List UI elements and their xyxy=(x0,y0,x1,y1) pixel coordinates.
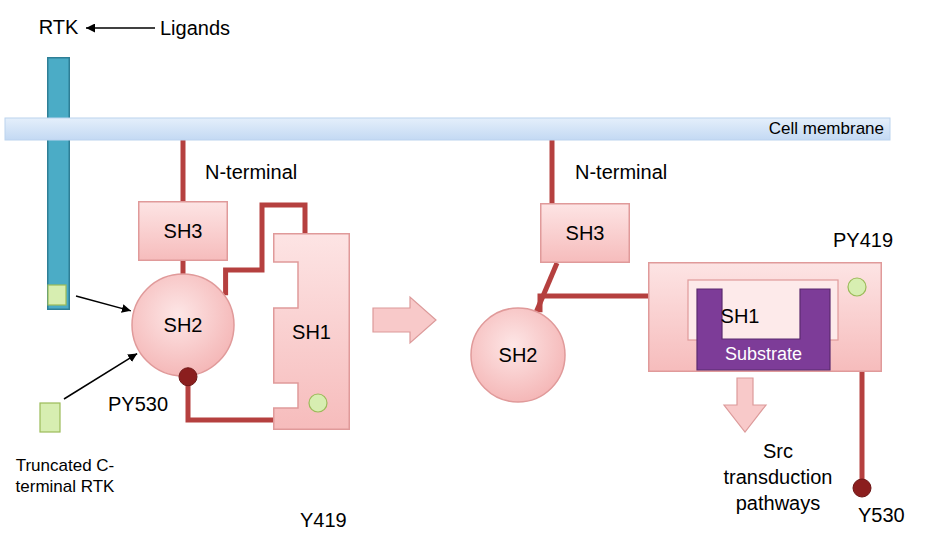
terminus-label: N-terminal xyxy=(205,160,297,184)
sh2-domain-text: SH2 xyxy=(499,343,538,367)
text-holder: Substrate xyxy=(697,339,830,370)
sh2-domain: SH2 xyxy=(131,273,235,377)
phosphotyrosine-dot xyxy=(179,368,197,386)
residue-label: PY530 xyxy=(108,392,168,416)
ligand-arrow xyxy=(86,27,155,29)
sh3-domain: SH3 xyxy=(540,203,630,263)
membrane-band-shape xyxy=(5,118,890,140)
label-holder: Y419 xyxy=(300,508,347,532)
domain-linker xyxy=(550,140,555,203)
pathway-label: Src transduction pathways xyxy=(713,438,843,516)
residue-label: PY419 xyxy=(833,228,893,252)
label-holder: Src transduction pathways xyxy=(713,438,843,516)
residue-label: Y530 xyxy=(858,503,905,527)
activation-arrow xyxy=(64,354,137,399)
sh2-domain: SH2 xyxy=(470,307,566,403)
membrane-band: Cell membrane xyxy=(5,118,890,140)
truncated-rtk-text: Truncated C-terminal RTK xyxy=(10,455,120,498)
substrate: Substrate xyxy=(697,289,830,370)
text-holder: Truncated C-terminal RTK xyxy=(10,455,120,498)
label-holder: Ligands xyxy=(160,16,230,40)
receptor-bar: RTK xyxy=(47,57,70,310)
sh1-kinase-domain-text: SH1 xyxy=(710,304,770,328)
receptor-tail xyxy=(48,285,66,305)
text-holder: Cell membrane xyxy=(769,118,884,140)
sh1-kinase-domain: SH1 xyxy=(273,233,350,430)
text-holder: SH2 xyxy=(164,313,203,337)
receptor-bar-text: RTK xyxy=(17,15,100,39)
label-holder: Y530 xyxy=(858,503,905,527)
tyrosine-dot xyxy=(853,479,871,497)
text-holder: SH3 xyxy=(566,221,605,245)
label-holder: PY530 xyxy=(108,392,168,416)
text-holder: SH1 xyxy=(292,320,331,344)
domain-linker xyxy=(540,296,648,312)
phosphotyrosine-dot xyxy=(848,278,866,296)
truncated-rtk: Truncated C-terminal RTK xyxy=(10,403,120,533)
substrate-text: Substrate xyxy=(697,339,830,370)
label-holder: N-terminal xyxy=(575,160,667,184)
label-holder: PY419 xyxy=(833,228,893,252)
domain-linker xyxy=(181,140,186,201)
text-holder: SH1 xyxy=(710,304,770,328)
sh3-domain-text: SH3 xyxy=(566,221,605,245)
terminus-label: N-terminal xyxy=(575,160,667,184)
output-arrow xyxy=(724,378,766,432)
tyrosine-dot xyxy=(309,394,327,412)
c-terminal-tail xyxy=(860,372,865,488)
domain-linker xyxy=(181,261,186,274)
ligand-label: Ligands xyxy=(160,16,230,40)
text-holder: SH3 xyxy=(164,219,203,243)
domain-linker xyxy=(188,377,273,420)
sh3-domain-text: SH3 xyxy=(164,219,203,243)
membrane-band-text: Cell membrane xyxy=(769,118,884,140)
receptor-bar-shape xyxy=(47,57,70,310)
sh2-domain-text: SH2 xyxy=(164,313,203,337)
activation-arrow xyxy=(76,296,131,311)
sh1-kinase-domain: SH1Substrate xyxy=(648,262,882,372)
sh1-kinase-domain-text: SH1 xyxy=(292,320,331,344)
transition-arrow xyxy=(373,297,436,343)
text-holder: SH2 xyxy=(499,343,538,367)
text-holder: RTK xyxy=(17,15,100,39)
sh3-domain: SH3 xyxy=(138,201,228,261)
residue-label: Y419 xyxy=(300,508,347,532)
label-holder: N-terminal xyxy=(205,160,297,184)
